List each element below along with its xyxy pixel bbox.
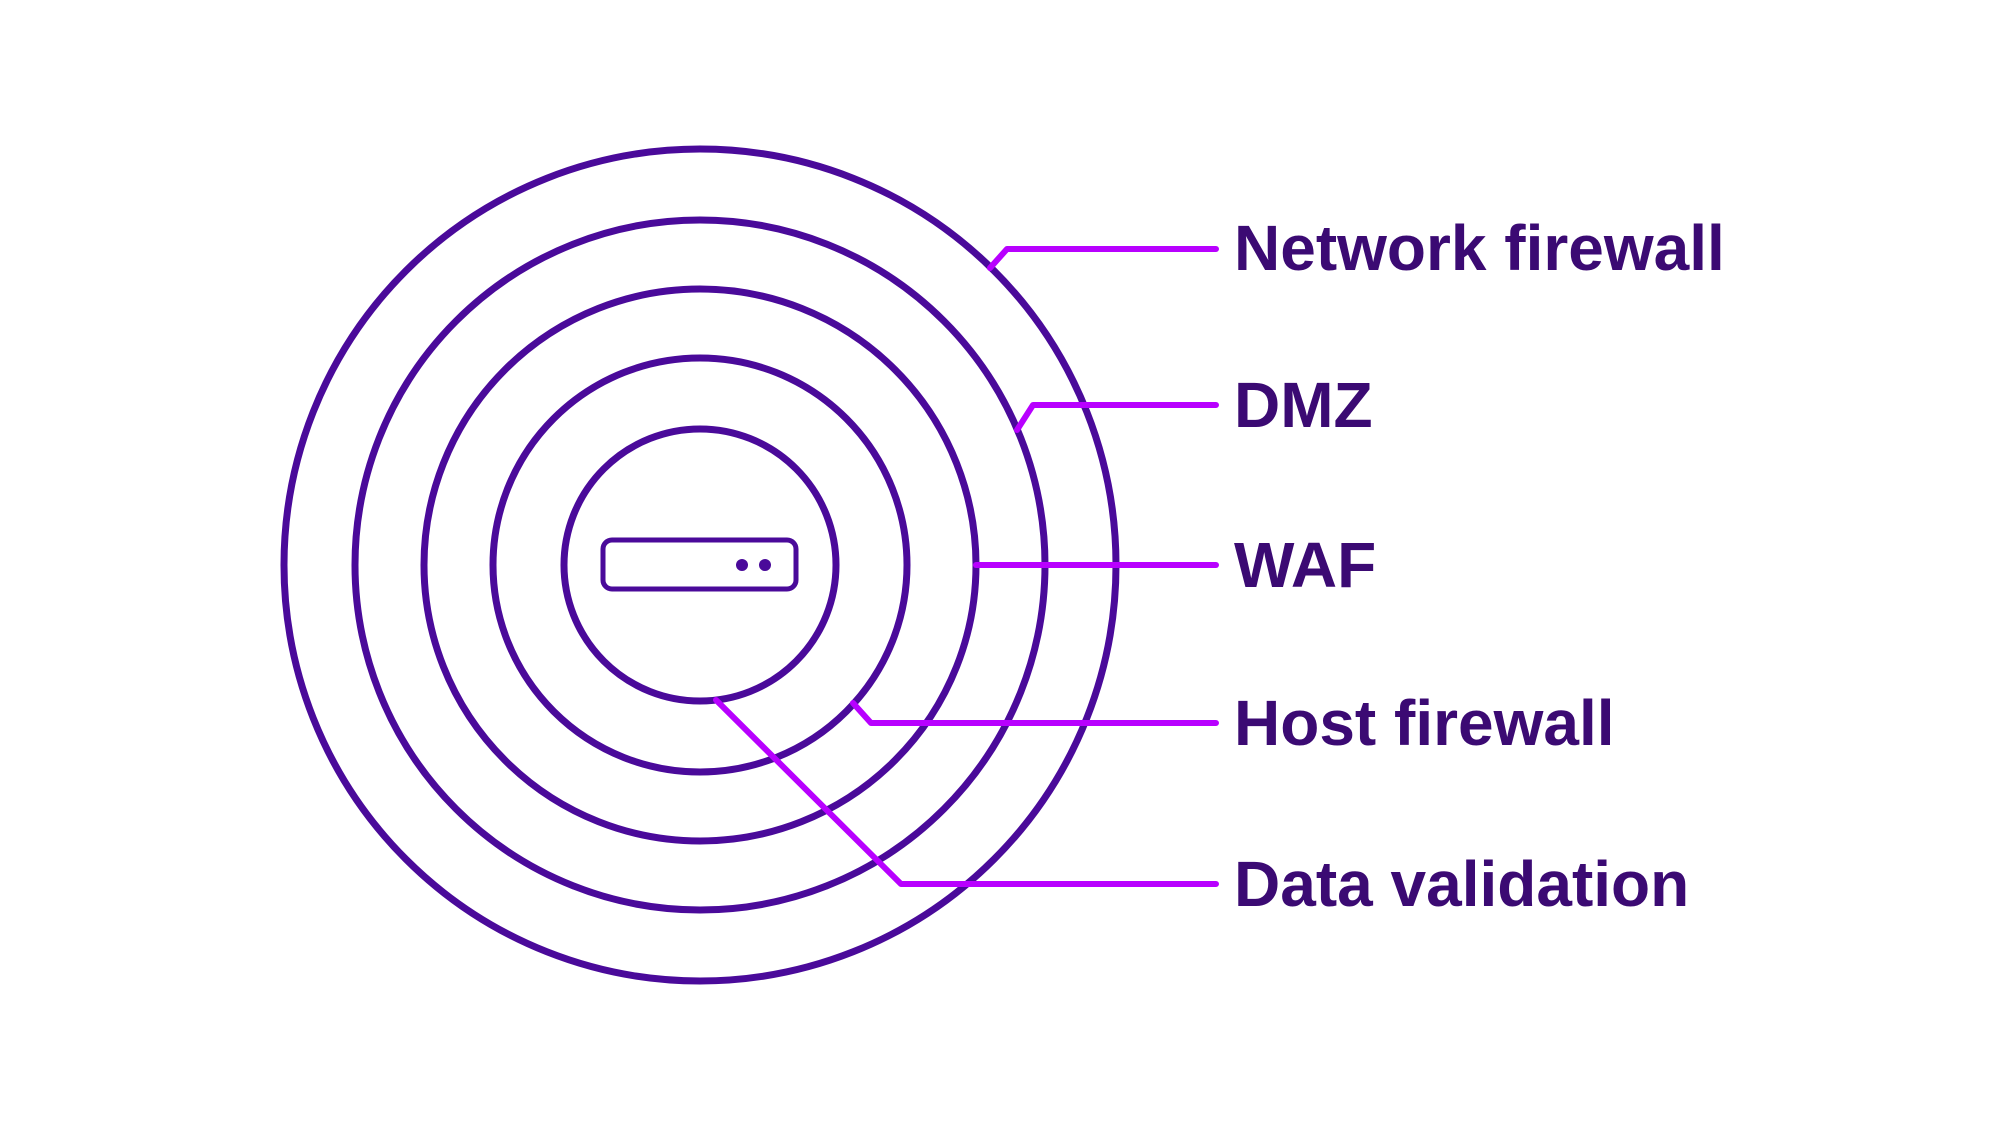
label-data-validation: Data validation — [1234, 848, 1689, 920]
ring-waf — [420, 285, 980, 845]
label-network-firewall: Network firewall — [1234, 212, 1725, 284]
leader-host-firewall — [850, 700, 1219, 726]
server-led-1 — [736, 559, 748, 571]
server-body — [600, 537, 799, 592]
leader-lines — [713, 246, 1219, 887]
leader-dmz — [1014, 402, 1219, 433]
server-led-2 — [759, 559, 771, 571]
leader-network-firewall — [987, 246, 1219, 271]
leader-data-validation — [713, 697, 1219, 887]
server-icon — [600, 537, 799, 592]
labels: Network firewall DMZ WAF Host firewall D… — [1234, 212, 1725, 920]
label-dmz: DMZ — [1234, 369, 1373, 441]
label-host-firewall: Host firewall — [1234, 687, 1615, 759]
label-waf: WAF — [1234, 529, 1376, 601]
ring-dmz — [351, 216, 1049, 914]
ring-host-firewall — [489, 354, 911, 776]
ring-data-validation — [560, 425, 840, 705]
